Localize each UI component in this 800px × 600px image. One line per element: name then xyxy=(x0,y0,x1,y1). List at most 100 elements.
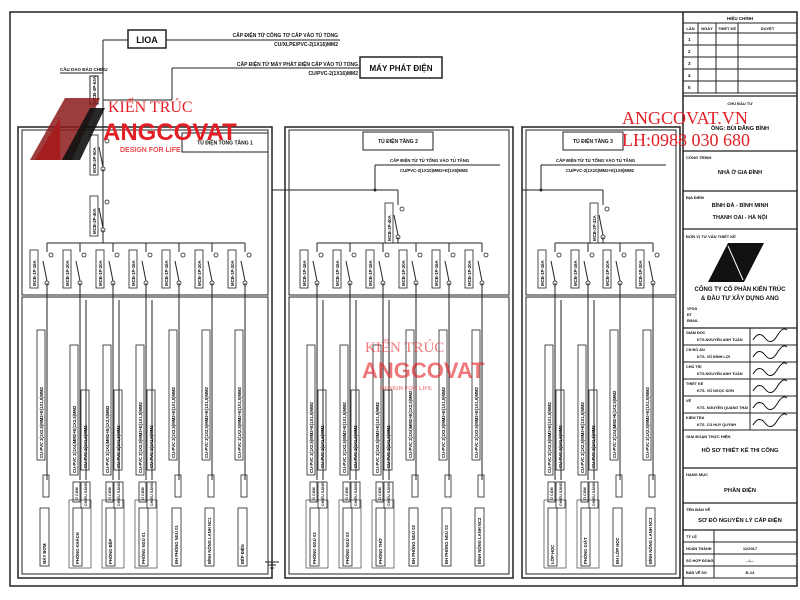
cable-label-box xyxy=(609,329,619,461)
outlet-box xyxy=(342,481,351,503)
feed-cable-spec: CU/PVC-2(1X10)MM2+E(1X6)MM2 xyxy=(400,168,469,173)
breaker-switch-icon xyxy=(42,252,54,286)
load-terminal-box xyxy=(42,474,50,498)
breaker-label: MCB-1P-16A xyxy=(368,260,373,286)
panel-title: TỦ ĐIỆN TẦNG 2 xyxy=(378,137,418,145)
outlet-label: Ổ CẮM xyxy=(107,487,112,500)
lighting-box xyxy=(588,481,599,509)
switch-blade xyxy=(378,260,384,282)
outlet-label: Ổ CẮM xyxy=(377,487,382,500)
cable-label-box xyxy=(471,329,481,461)
contact-icon xyxy=(104,138,110,144)
panel-outline xyxy=(17,126,273,579)
cable2-label-box xyxy=(113,389,123,471)
load-label-box xyxy=(580,507,591,567)
cable-label-box xyxy=(544,344,554,476)
lighting-label: CHIẾU SÁNG xyxy=(353,482,358,506)
cable-label-box xyxy=(577,344,587,476)
load-label-box xyxy=(375,507,386,567)
cable-label: CU-PVC 2(1X4)MM2+E(1X2,5)MM2 xyxy=(105,405,110,473)
switch-blade xyxy=(98,146,104,168)
load-label: BÌNH NÓNG LẠNH NC3 xyxy=(648,517,653,564)
breaker-label: MCB-1P-20A xyxy=(65,260,70,286)
signature-icon xyxy=(752,379,788,393)
lioa-box xyxy=(127,29,167,49)
outlet-box xyxy=(375,481,384,503)
outlet-box xyxy=(105,481,114,503)
load-frame xyxy=(305,499,329,569)
contact-icon xyxy=(384,252,390,258)
cable-label: CU-PVC 2(1X4)MM2+E(1X2,5)MM2 xyxy=(612,390,617,458)
contract-value: --/--- xyxy=(746,558,754,563)
load-label-box xyxy=(237,507,248,567)
watermark-logo-icon xyxy=(30,98,105,160)
load-terminal-box xyxy=(411,474,419,498)
load-label-box xyxy=(105,507,116,567)
cable2-label: CU-PVC 2(1X1,5)MM2 xyxy=(320,425,325,468)
load-label-box xyxy=(171,507,182,567)
switch-blade xyxy=(174,260,180,282)
load-label-box xyxy=(645,507,656,567)
watermark-brand: ANGCOVAT xyxy=(103,119,237,146)
watermark-website: ANGCOVAT.VN xyxy=(622,108,748,128)
junction-dot xyxy=(539,188,543,192)
cable-label: CU-PVC 2(1X2,5)MM2+E(1X1,5)MM2 xyxy=(309,401,314,473)
lighting-label: CHIẾU SÁNG xyxy=(558,482,563,506)
lighting-box xyxy=(555,481,566,509)
load-frame xyxy=(101,499,125,569)
phase: HỒ SƠ THIẾT KẾ THI CÔNG xyxy=(701,446,779,454)
contact-icon xyxy=(417,252,423,258)
switch-blade xyxy=(240,260,246,282)
switch-blade xyxy=(345,260,351,282)
contact-icon xyxy=(180,252,186,258)
logo-shape xyxy=(708,243,764,282)
signature-icon xyxy=(752,328,788,342)
breaker-switch-icon xyxy=(108,252,120,286)
cable-label-box xyxy=(36,329,46,461)
load-label: ĐH PHÒNG NGỦ 01 xyxy=(174,524,179,564)
outlet-box xyxy=(309,481,318,503)
breaker-label: MCB-1P-16A xyxy=(32,260,37,286)
contact-icon xyxy=(483,252,489,258)
load-label: PHÒNG THỜ xyxy=(378,538,383,564)
outlet-label: Ổ CẮM xyxy=(582,487,587,500)
load-label-box xyxy=(204,507,215,567)
sheet-value: Đ-14 xyxy=(746,570,755,575)
breaker-switch-icon xyxy=(174,252,186,286)
load-terminal-box xyxy=(444,474,452,498)
switch-blade xyxy=(108,260,114,282)
lighting-label: CHIẾU SÁNG xyxy=(591,482,596,506)
lighting-box xyxy=(317,481,328,509)
cable-label: CU-PVC 2(1X2,5)MM2+E(1X1,5)MM2 xyxy=(645,386,650,458)
signer-role: VẼ xyxy=(686,398,692,403)
generator-cable-spec: CU/PVC-2(1X16)MM2 xyxy=(309,71,359,77)
signature-icon xyxy=(752,413,788,427)
breaker-label-box xyxy=(570,249,580,289)
cable2-label: CU-PVC 2(1X1,5)MM2 xyxy=(149,425,154,468)
load-terminal-box xyxy=(207,474,215,498)
load-terminal-box xyxy=(648,474,656,498)
contact-icon xyxy=(81,252,87,258)
panel-title-box xyxy=(362,131,434,151)
main-breaker-label-box xyxy=(89,134,99,176)
panel-outline xyxy=(284,126,514,579)
panel-title: TỦ ĐIỆN TẦNG 3 xyxy=(573,137,613,145)
load-label: PHÒNG GIẶT xyxy=(583,537,588,564)
lighting-label: CHIẾU SÁNG xyxy=(83,482,88,506)
cable2-label-box xyxy=(146,389,156,471)
breaker-label: MCB-1P-20A xyxy=(230,260,235,286)
breaker-label-box xyxy=(227,249,237,289)
feed-cable-title: CẤP ĐIỆN TỪ TỦ TỔNG VÀO TỦ TẦNG xyxy=(556,158,636,163)
drawing-name: SƠ ĐỒ NGUYÊN LÝ CẤP ĐIỆN xyxy=(698,516,782,524)
contact-icon xyxy=(621,252,627,258)
load-label: PHÒNG KHÁCH xyxy=(75,532,80,564)
meter-cable-spec: CU/XLPE/PVC-2(1X16)MM2 xyxy=(274,42,338,48)
contact-icon xyxy=(48,252,54,258)
cable-label: CU-PVC 2(1X2,5)MM2+E(1X1,5)MM2 xyxy=(375,401,380,473)
outlet-box xyxy=(580,481,589,503)
